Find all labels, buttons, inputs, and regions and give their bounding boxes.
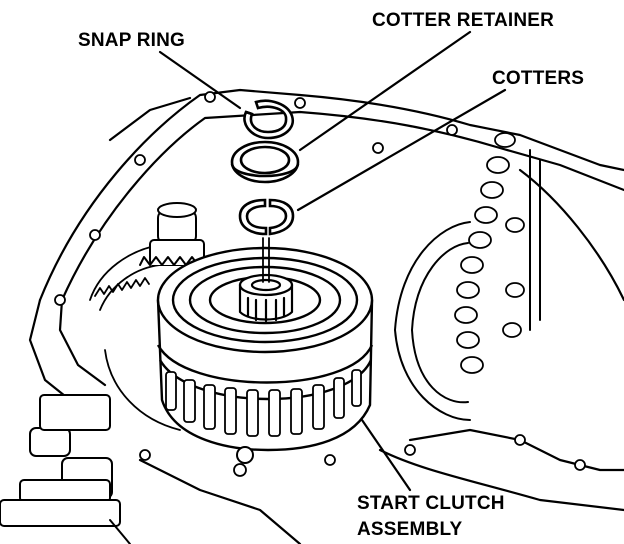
right-pulley: [394, 149, 541, 421]
leader-cotter-retainer: [298, 30, 472, 152]
leader-lines: [158, 30, 507, 492]
drum-slots: [165, 369, 362, 437]
label-cotters: COTTERS: [492, 68, 584, 89]
label-start-clutch-line2: ASSEMBLY: [357, 519, 463, 540]
assembly-centerline: [262, 237, 270, 283]
lower-left-hardware: [0, 394, 254, 544]
label-cotter-retainer: COTTER RETAINER: [372, 10, 554, 31]
idler-shaft: [139, 202, 223, 266]
drive-chain: [454, 132, 525, 374]
label-start-clutch-line1: START CLUTCH: [357, 493, 505, 514]
clutch-hub: [238, 273, 294, 323]
cotters: [238, 198, 295, 236]
housing-bolt-holes: [54, 91, 586, 477]
leader-cotters: [296, 88, 507, 212]
cotter-retainer: [230, 140, 300, 184]
leader-snap-ring: [158, 50, 242, 110]
transmission-housing: [28, 88, 624, 544]
snap-ring: [243, 99, 295, 140]
leader-start-clutch: [360, 418, 412, 492]
label-snap-ring: SNAP RING: [78, 30, 185, 51]
